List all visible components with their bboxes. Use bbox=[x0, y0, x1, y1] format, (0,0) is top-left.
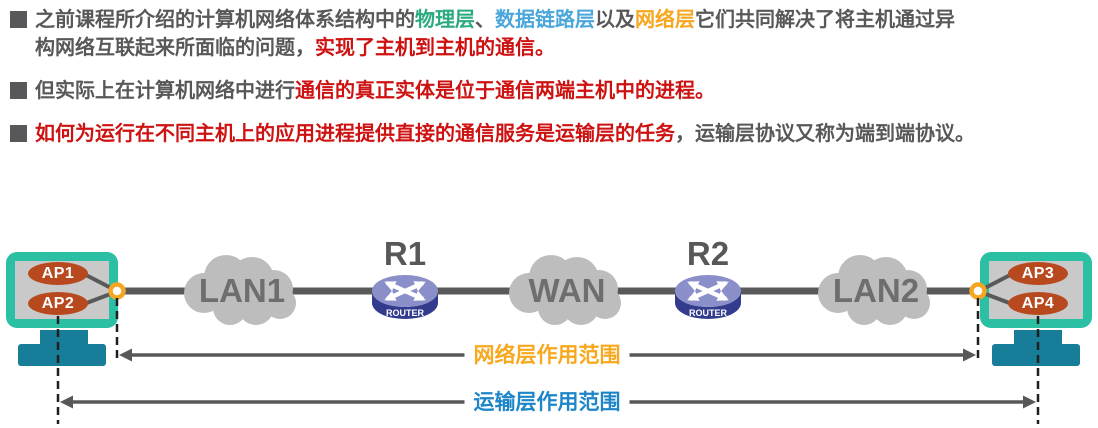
bullet-text-2: 但实际上在计算机网络中进行通信的真正实体是位于通信两端主机中的进程。 bbox=[35, 80, 715, 102]
bullet-item-1: 之前课程所介绍的计算机网络体系结构中的物理层、数据链路层以及网络层它们共同解决了… bbox=[10, 6, 1096, 62]
span-label-network-layer: 网络层作用范围 bbox=[464, 342, 630, 369]
cloud-label-lan2: LAN2 bbox=[832, 272, 920, 309]
bullet-text-1: 之前课程所介绍的计算机网络体系结构中的物理层、数据链路层以及网络层它们共同解决了… bbox=[35, 9, 955, 59]
cloud-label-wan: WAN bbox=[528, 272, 606, 309]
router-badge-label: ROUTER bbox=[689, 308, 728, 318]
bullet-square-icon bbox=[10, 82, 27, 99]
network-diagram: ROUTER ROUTER bbox=[0, 228, 1098, 428]
socket-ring-left bbox=[108, 282, 126, 300]
process-ap3: AP3 bbox=[1008, 262, 1068, 285]
router-r1-icon: ROUTER bbox=[372, 275, 438, 319]
bullet-text-3: 如何为运行在不同主机上的应用进程提供直接的通信服务是运输层的任务，运输层协议又称… bbox=[35, 123, 975, 145]
cloud-label-lan1: LAN1 bbox=[198, 272, 286, 309]
bullet-square-icon bbox=[10, 11, 27, 28]
router-r2-icon: ROUTER bbox=[675, 275, 741, 319]
bullet-item-2: 但实际上在计算机网络中进行通信的真正实体是位于通信两端主机中的进程。 bbox=[10, 77, 1096, 105]
router-label-r1: R1 bbox=[383, 235, 427, 272]
process-ap2: AP2 bbox=[28, 292, 88, 315]
socket-ring-right bbox=[969, 282, 987, 300]
router-badge-label: ROUTER bbox=[386, 308, 425, 318]
process-ap1: AP1 bbox=[28, 262, 88, 285]
bullet-item-3: 如何为运行在不同主机上的应用进程提供直接的通信服务是运输层的任务，运输层协议又称… bbox=[10, 120, 1096, 148]
process-connector-lines bbox=[82, 272, 1014, 306]
process-ap4: AP4 bbox=[1008, 292, 1068, 315]
router-label-r2: R2 bbox=[686, 235, 730, 272]
span-label-transport-layer: 运输层作用范围 bbox=[464, 389, 630, 416]
bullet-list: 之前课程所介绍的计算机网络体系结构中的物理层、数据链路层以及网络层它们共同解决了… bbox=[10, 6, 1096, 163]
bullet-square-icon bbox=[10, 125, 27, 142]
